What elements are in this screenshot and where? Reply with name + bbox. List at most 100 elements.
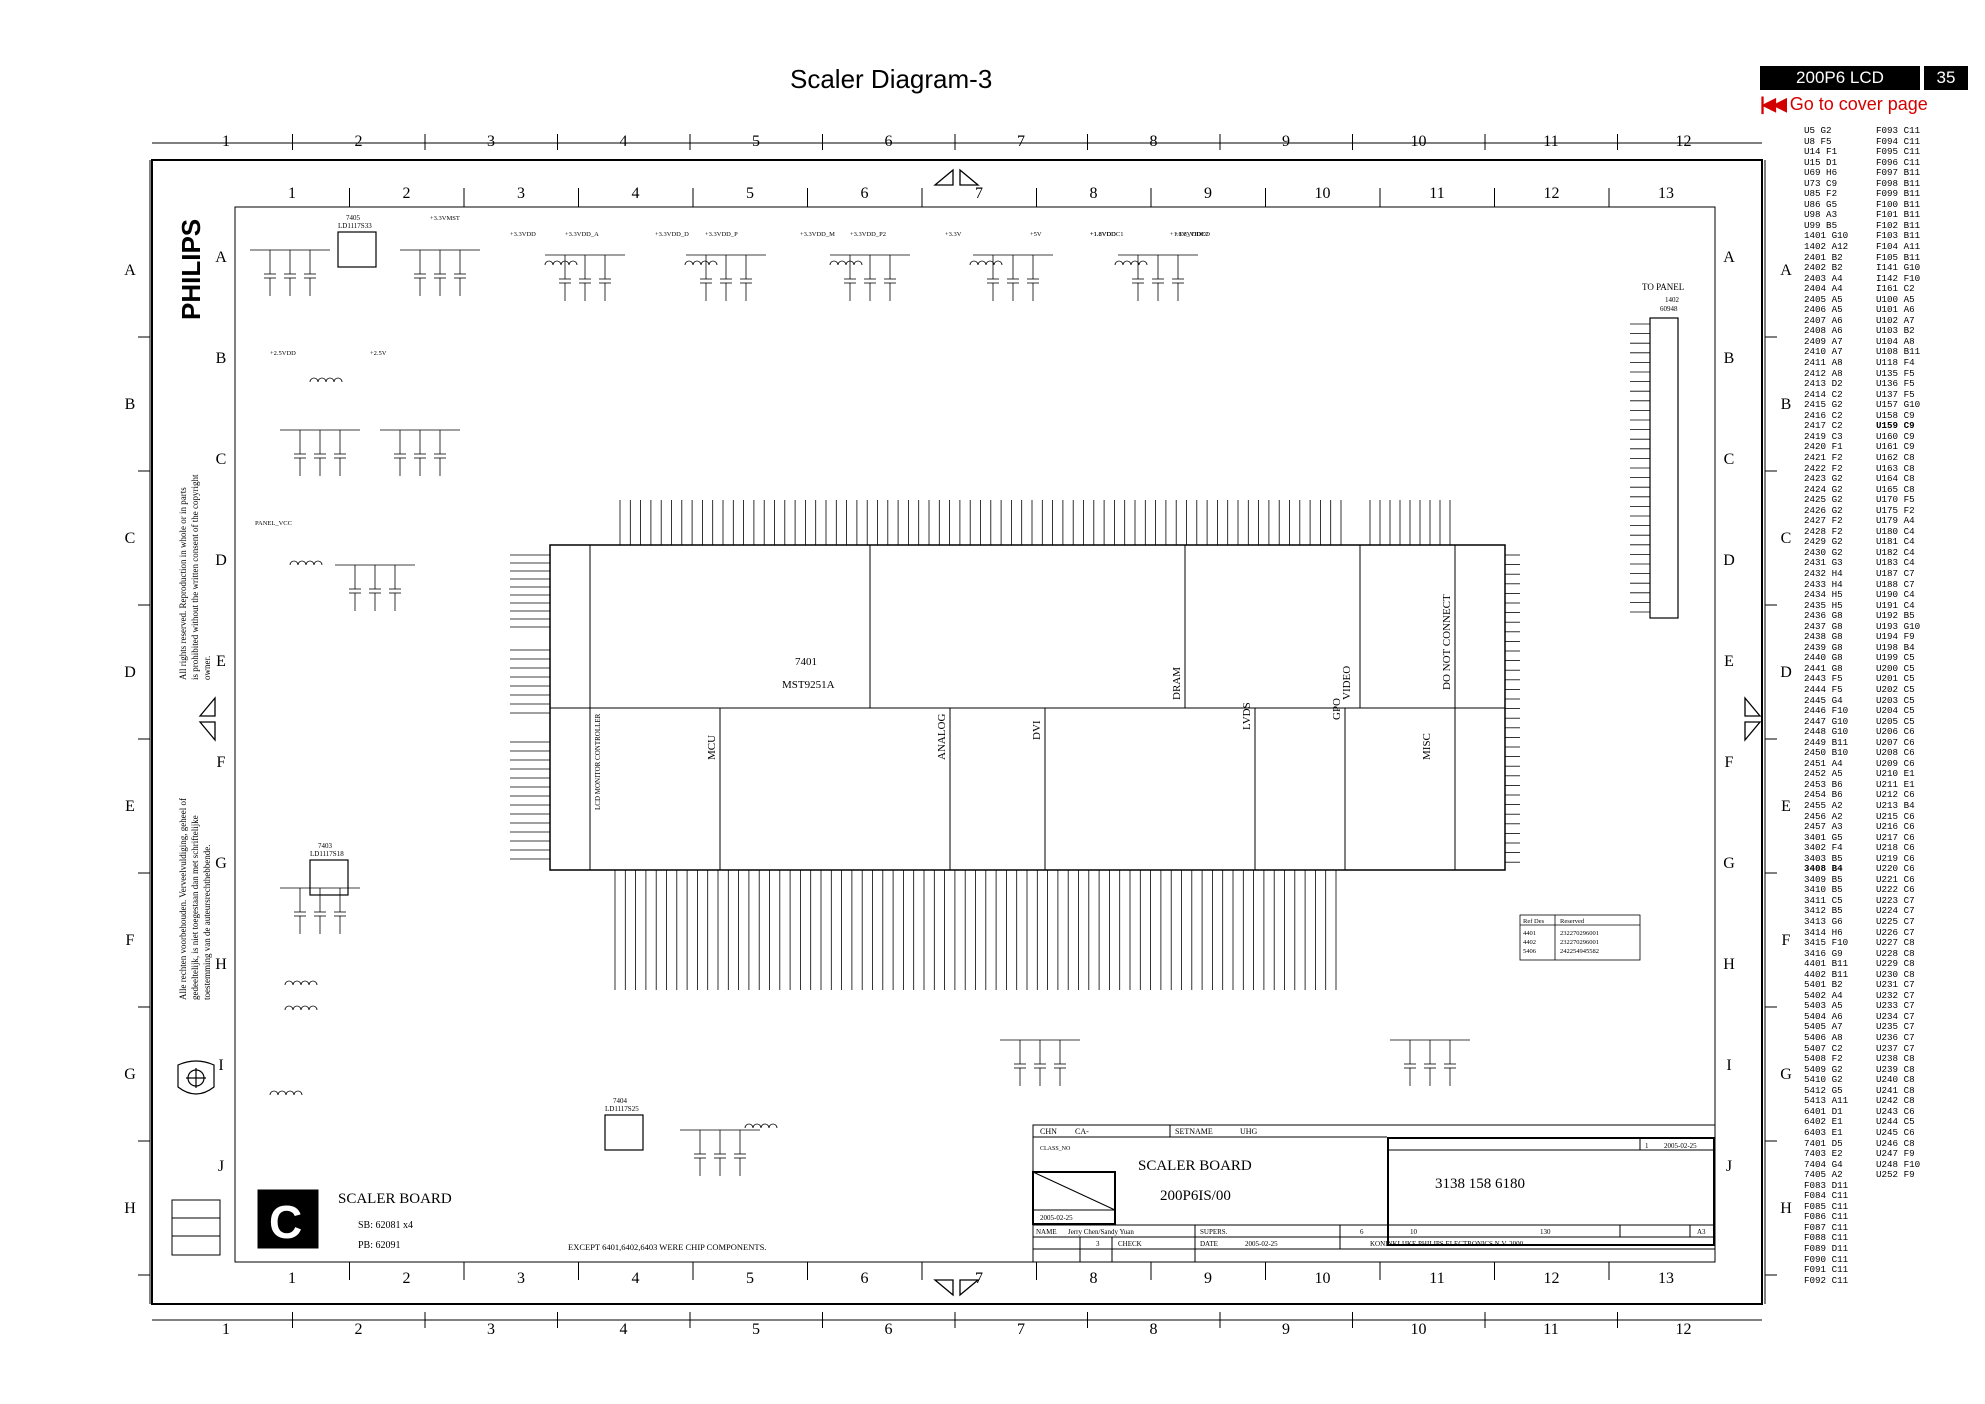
outer-col-label-top: 6 xyxy=(885,133,893,150)
ref-list-entry: 5404 A6 xyxy=(1804,1010,1843,1022)
inductor xyxy=(309,377,343,383)
ref-list-entry: 2432 H4 xyxy=(1804,567,1843,579)
scaler-board-stamp xyxy=(171,1189,319,1256)
inner-col-label-bottom: 6 xyxy=(861,1270,869,1287)
supply-labels: +3.3VMST+3.3VDD+3.3VDD_A+3.3VDD_D+3.3VDD… xyxy=(255,215,1210,527)
ref-list-entry: 2405 A5 xyxy=(1804,293,1843,305)
ref-list-entry: U247 F9 xyxy=(1876,1148,1915,1160)
ref-list-entry: U210 E1 xyxy=(1876,768,1915,780)
tb-three: 3 xyxy=(1096,1240,1100,1248)
reserved-table-cell: 232270296001 xyxy=(1560,939,1599,946)
inner-row-label-right: I xyxy=(1726,1057,1731,1074)
ref-list-entry: F085 C11 xyxy=(1804,1200,1849,1212)
ref-list-entry: U187 C7 xyxy=(1876,567,1915,579)
inner-col-label-top: 10 xyxy=(1315,185,1331,202)
supply-label: +2.5VDD xyxy=(270,350,296,357)
ref-list-entry: 2436 G8 xyxy=(1804,610,1843,622)
outer-row-label-right: E xyxy=(1781,798,1791,815)
ref-list-entry: U161 C9 xyxy=(1876,441,1915,453)
ref-list-entry: 6402 E1 xyxy=(1804,1116,1843,1128)
ic-side-label: LCD MONITOR CONTROLLER xyxy=(594,713,602,810)
ref-list-entry: U101 A6 xyxy=(1876,304,1915,316)
ref-list-entry: F083 D11 xyxy=(1804,1179,1849,1191)
outer-row-label-left: D xyxy=(124,664,136,681)
tb-chn: CHN xyxy=(1040,1127,1057,1136)
ref-list-entry: U194 F9 xyxy=(1876,631,1915,643)
ref-list-entry: I141 G10 xyxy=(1876,262,1921,274)
tb-model: 200P6IS/00 xyxy=(1160,1188,1231,1204)
ref-list-entry: U179 A4 xyxy=(1876,515,1915,527)
ref-list-entry: F102 B11 xyxy=(1876,219,1921,231)
ref-list-entry: U98 A3 xyxy=(1804,209,1838,221)
ref-list-entry: 2429 G2 xyxy=(1804,536,1843,548)
outer-row-label-left: B xyxy=(125,396,136,413)
ref-list-entry: U238 C8 xyxy=(1876,1053,1915,1065)
outer-row-label-left: A xyxy=(124,262,136,279)
ref-list-entry: 2434 H5 xyxy=(1804,589,1843,601)
page-title: Scaler Diagram-3 xyxy=(790,64,993,94)
ref-list-entry: U181 C4 xyxy=(1876,536,1915,548)
supply-label: +1.8VDDC2 xyxy=(1175,231,1208,238)
ref-list-entry: F098 B11 xyxy=(1876,177,1921,189)
go-to-cover-link[interactable]: |◀◀Go to cover page xyxy=(1760,94,1928,115)
outer-row-label-left: G xyxy=(124,1066,136,1083)
copyright-line: gedeeltelijk, is niet toegestaan dan met… xyxy=(190,815,200,1000)
regulator-ref: 7403 xyxy=(318,842,333,850)
ref-list-entry: F100 B11 xyxy=(1876,198,1921,210)
ref-list-entry: U231 C7 xyxy=(1876,979,1915,991)
ref-list-entry: U99 B5 xyxy=(1804,219,1838,231)
ref-list-entry: 3411 C5 xyxy=(1804,894,1843,906)
ref-list-entry: I142 F10 xyxy=(1876,272,1921,284)
ref-list-entry: 3401 G5 xyxy=(1804,831,1843,843)
ref-list-entry: U86 G5 xyxy=(1804,198,1838,210)
inner-col-label-top: 6 xyxy=(861,185,869,202)
ref-list-entry: 2437 G8 xyxy=(1804,620,1843,632)
regulators xyxy=(309,231,644,1151)
ref-list-entry: U190 C4 xyxy=(1876,589,1915,601)
ref-list-entry: U85 F2 xyxy=(1804,188,1838,200)
ref-list-entry: F105 B11 xyxy=(1876,251,1921,263)
ref-list-entry: U245 C6 xyxy=(1876,1126,1915,1138)
ref-list-entry: U165 C8 xyxy=(1876,483,1915,495)
tb-ten: 10 xyxy=(1410,1228,1418,1236)
ref-list-entry: U157 G10 xyxy=(1876,399,1921,411)
ref-list-entry: U14 F1 xyxy=(1804,146,1838,158)
philips-shield-icon xyxy=(177,1060,215,1095)
ref-list-entry: U236 C7 xyxy=(1876,1032,1915,1044)
ref-list-entry: 2401 B2 xyxy=(1804,251,1843,263)
inner-row-label-left: J xyxy=(218,1158,224,1175)
tb-ca: CA- xyxy=(1075,1127,1089,1136)
inductor xyxy=(284,980,318,986)
ref-list-entry: U204 C5 xyxy=(1876,705,1915,717)
supply-label: +3.3VDD_P xyxy=(705,231,738,238)
outer-row-label-right: A xyxy=(1780,262,1792,279)
ref-list-entry: 3414 H6 xyxy=(1804,926,1843,938)
inner-col-label-top: 12 xyxy=(1544,185,1560,202)
supply-label: +3.3VDD_M xyxy=(800,231,835,238)
ic-block-label: MISC xyxy=(1421,733,1433,760)
outer-row-label-right: H xyxy=(1780,1200,1792,1217)
regulator-body xyxy=(604,1114,644,1151)
inner-row-label-right: E xyxy=(1724,653,1734,670)
outer-col-label-bottom: 3 xyxy=(487,1321,495,1338)
inner-row-label-left: A xyxy=(215,249,227,266)
tb-name-label: NAME xyxy=(1036,1228,1057,1236)
ref-list-entry: F096 C11 xyxy=(1876,156,1921,168)
ref-list-entry: 2408 A6 xyxy=(1804,325,1843,337)
outer-col-label-bottom: 4 xyxy=(620,1321,628,1338)
ref-list-entry: 2412 A8 xyxy=(1804,367,1843,379)
ic-block-label: DVI xyxy=(1031,720,1043,740)
ic-block-label: ANALOG xyxy=(936,714,948,760)
inner-col-label-top: 9 xyxy=(1204,185,1212,202)
outer-col-label-bottom: 6 xyxy=(885,1321,893,1338)
ref-list-entry: U233 C7 xyxy=(1876,1000,1915,1012)
ref-list-entry: U234 C7 xyxy=(1876,1010,1915,1022)
outer-col-label-top: 2 xyxy=(355,133,363,150)
tb-date-left: 2005-02-25 xyxy=(1040,1214,1073,1222)
ref-list-entry: 5412 G5 xyxy=(1804,1084,1843,1096)
ref-list-entry: I161 C2 xyxy=(1876,283,1915,295)
ref-list-entry: F091 C11 xyxy=(1804,1264,1849,1276)
tb-check: CHECK xyxy=(1118,1240,1142,1248)
